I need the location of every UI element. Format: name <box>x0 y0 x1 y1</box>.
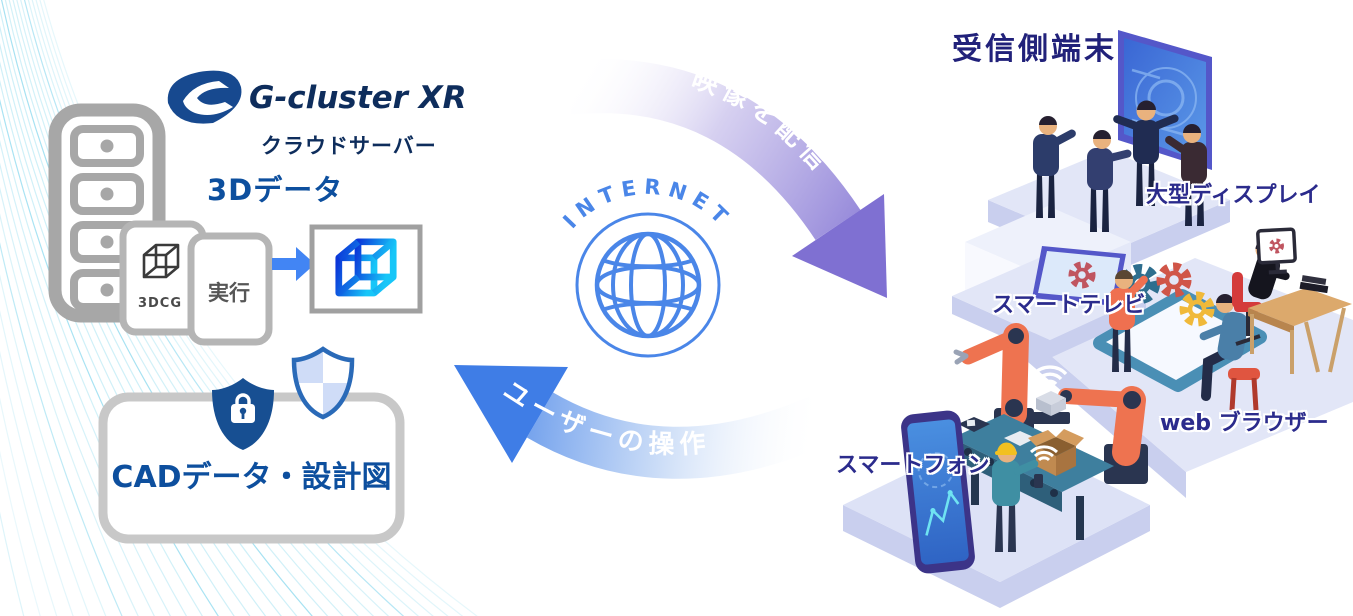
cad-data-label: CADデータ・設計図 <box>111 460 392 495</box>
paper-sheet <box>1160 192 1186 208</box>
render-box <box>309 224 423 314</box>
brand-logo-text: G-cluster XR <box>249 80 467 116</box>
3d-data-label: 3Dデータ <box>207 173 344 207</box>
label-smartphone: スマートフォン <box>836 453 990 478</box>
receiver-illustration <box>843 30 1353 608</box>
receiver-title: 受信側端末 <box>952 32 1117 67</box>
arrow-right-icon <box>272 247 315 281</box>
wifi-icon <box>1029 445 1059 462</box>
label-large-display: 大型ディスプレイ <box>1146 183 1321 208</box>
label-web-browser: web ブラウザー <box>1160 411 1329 436</box>
person-figure <box>1199 294 1260 411</box>
internet-label: INTERNET <box>558 175 737 233</box>
wireless-part-box <box>1032 365 1070 424</box>
smart-tv-device <box>1032 246 1126 306</box>
render-cube-icon <box>335 238 397 297</box>
cube-wireframe-icon <box>142 243 180 279</box>
parcel <box>1004 431 1036 446</box>
person-figure <box>1165 124 1207 226</box>
video-flow-arrow <box>565 59 887 298</box>
wifi-icon <box>1032 365 1068 386</box>
person-figure <box>1087 130 1132 232</box>
gripper-icon <box>953 349 969 365</box>
gear-icon <box>1179 291 1215 327</box>
person-figure <box>1113 100 1179 206</box>
gcluster-logo-icon <box>167 70 242 124</box>
smartphone-device <box>901 410 975 574</box>
cloud-server-label: クラウドサーバー <box>261 134 437 158</box>
desktop-monitor <box>1256 227 1297 275</box>
file-3dcg-label: 3DCG <box>137 296 183 311</box>
globe-icon <box>575 212 721 358</box>
desk-workstation <box>1232 227 1352 374</box>
worker-figure <box>992 442 1059 552</box>
shield-lock-icon <box>212 378 274 450</box>
control-flow-arrow <box>454 365 831 479</box>
gear-icon <box>1156 262 1192 298</box>
robot-arm <box>1058 386 1148 484</box>
file-3dcg-icon <box>119 220 207 336</box>
file-exec-icon <box>187 232 273 346</box>
qr-box <box>958 417 990 432</box>
person-figure <box>1033 116 1076 218</box>
label-smart-tv: スマートテレビ <box>992 293 1146 318</box>
file-exec-label: 実行 <box>208 281 250 305</box>
person-figure <box>1109 270 1148 372</box>
